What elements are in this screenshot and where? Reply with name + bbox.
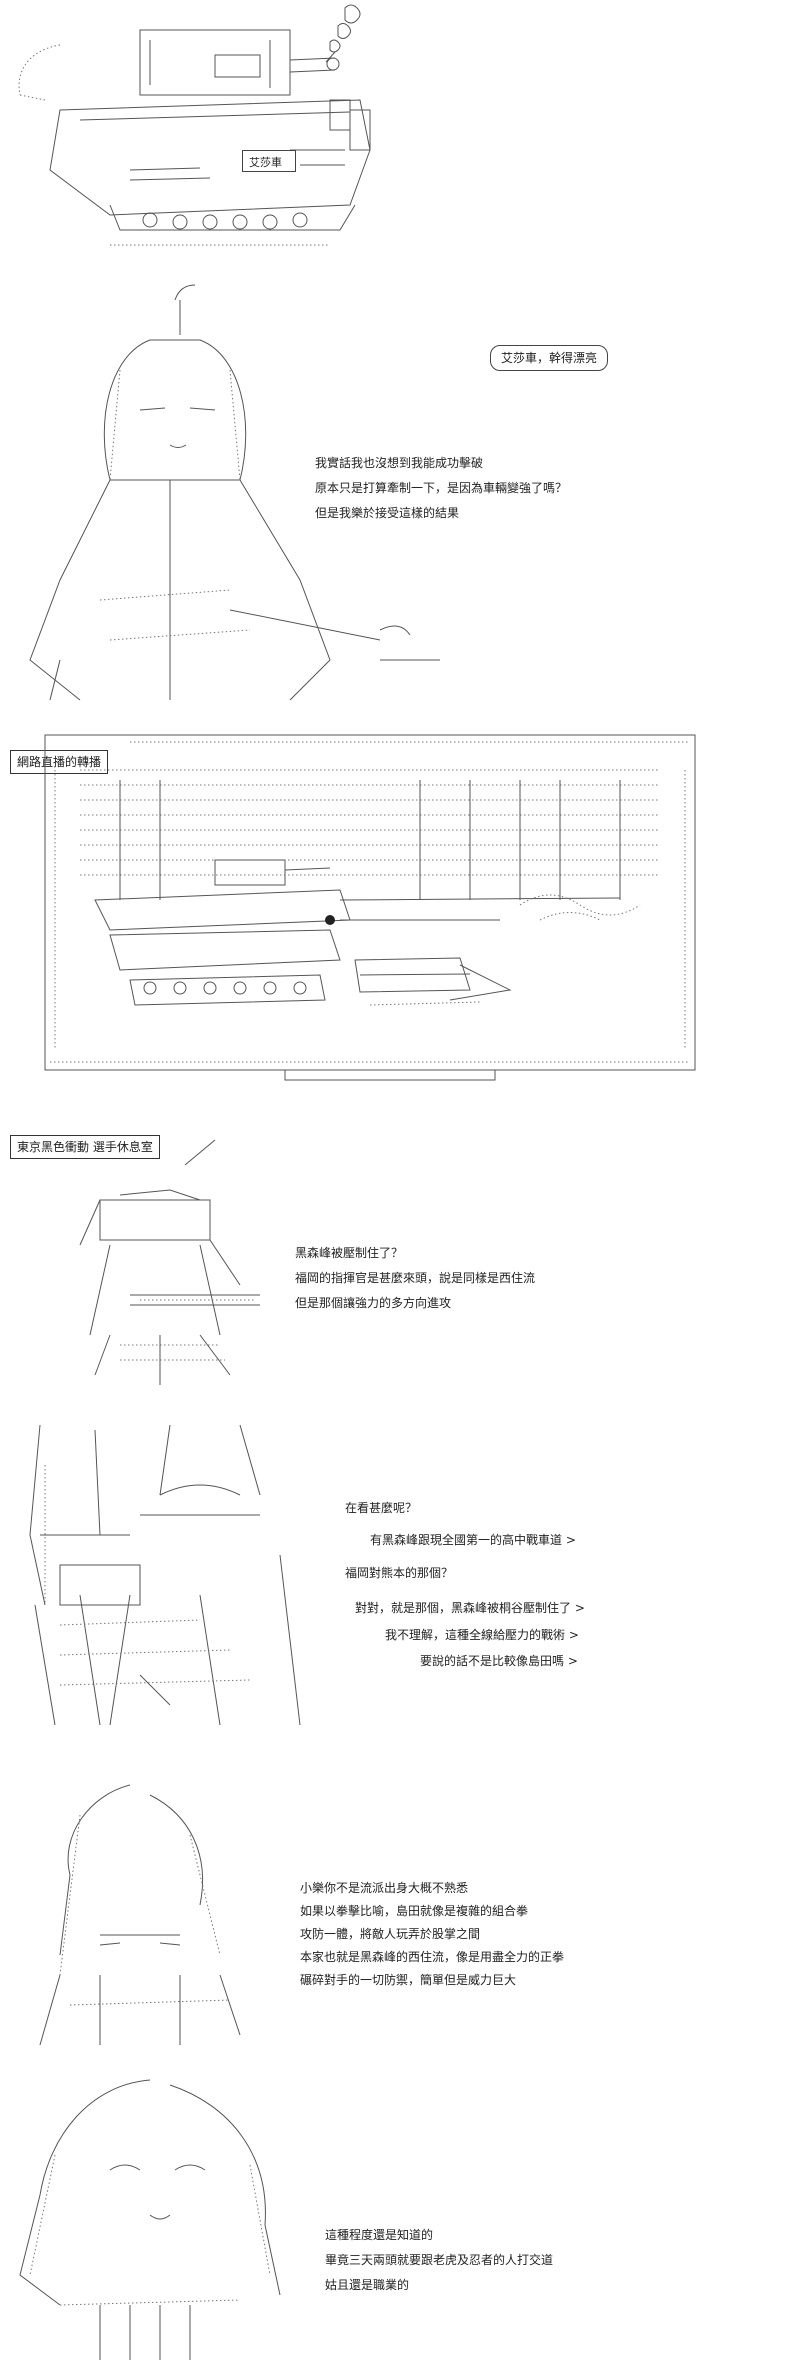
- dialogue-line: 福岡的指揮官是甚麼來頭，說是同樣是西住流: [295, 1271, 536, 1285]
- panel-explanation: 小樂你不是流派出身大概不熟悉 如果以拳擊比喻，島田就像是複雜的組合拳 攻防一體，…: [0, 1775, 800, 2065]
- dialogue-line: 本家也就是黑森峰的西住流，像是用盡全力的正拳: [300, 1950, 565, 1964]
- tank-name-text: 艾莎車: [249, 156, 282, 169]
- commander-drawing: [29, 284, 440, 701]
- panel-tank: 艾莎車: [0, 0, 800, 260]
- dialogue-line: 在看甚麼呢？: [345, 1501, 418, 1515]
- dialogue-line: 碾碎對手的一切防禦，簡單但是威力巨大: [300, 1973, 517, 1987]
- two-girls-drawing: [29, 1424, 301, 1726]
- dialogue-line: 我不理解，這種全線給壓力的戰術 >: [385, 1628, 579, 1642]
- dialogue-line: 姑且還是職業的: [325, 2278, 410, 2292]
- dialogue-line: 這種程度還是知道的: [325, 2228, 434, 2242]
- dialogue-line: 如果以拳擊比喻，島田就像是複雜的組合拳: [300, 1904, 529, 1918]
- dialogue-line: 我實話我也沒想到我能成功擊破: [315, 456, 484, 470]
- dialogue-line: 要說的話不是比較像島田嗎 >: [420, 1654, 578, 1668]
- panel-reply: 這種程度還是知道的 畢竟三天兩頭就要跟老虎及忍者的人打交道 姑且還是職業的: [0, 2075, 800, 2365]
- girl-with-gun-drawing: [79, 1139, 260, 1385]
- smiling-girl-drawing: [19, 2079, 281, 2360]
- dialogue-line: 對對，就是那個，黑森峰被桐谷壓制住了 >: [355, 1601, 585, 1615]
- explaining-girl-drawing: [39, 1784, 241, 2046]
- bubble-text: 艾莎車，幹得漂亮: [501, 351, 598, 365]
- dialogue-line: 福岡對熊本的那個？: [345, 1566, 454, 1580]
- panel-broadcast: 網路直播的轉播: [0, 730, 800, 1110]
- tank-name-plate: 艾莎車: [242, 150, 296, 172]
- dialogue-line: 畢竟三天兩頭就要跟老虎及忍者的人打交道: [325, 2253, 554, 2267]
- broadcast-label: 網路直播的轉播: [10, 750, 109, 774]
- broadcast-screen-drawing: [44, 734, 696, 1081]
- dialogue-line: 攻防一體，將敵人玩弄於股掌之間: [300, 1927, 481, 1941]
- panel-commander: 艾莎車，幹得漂亮 我實話我也沒想到我能成功擊破 原本只是打算牽制一下，是因為車輛…: [0, 280, 800, 720]
- dialogue-line: 有黑森峰跟現全國第一的高中戰車道 >: [370, 1533, 576, 1547]
- locker-room-label: 東京黑色衝動 選手休息室: [10, 1135, 160, 1159]
- dialogue-line: 小樂你不是流派出身大概不熟悉: [300, 1881, 469, 1895]
- speech-bubble: 艾莎車，幹得漂亮: [490, 345, 609, 371]
- dialogue-line: 黑森峰被壓制住了？: [295, 1246, 404, 1260]
- dialogue-line: 但是那個讓強力的多方向進攻: [295, 1296, 452, 1310]
- panel-conversation: 在看甚麼呢？ 有黑森峰跟現全國第一的高中戰車道 > 福岡對熊本的那個？ 對對，就…: [0, 1405, 800, 1765]
- dialogue-line: 原本只是打算牽制一下，是因為車輛變強了嗎？: [315, 481, 568, 495]
- panel-locker-room: 東京黑色衝動 選手休息室 黑森峰被壓制住了？ 福岡的指揮官是甚麼來頭，說是同樣是…: [0, 1135, 800, 1395]
- tank-drawing: [18, 4, 371, 246]
- dialogue-line: 但是我樂於接受這樣的結果: [315, 506, 460, 520]
